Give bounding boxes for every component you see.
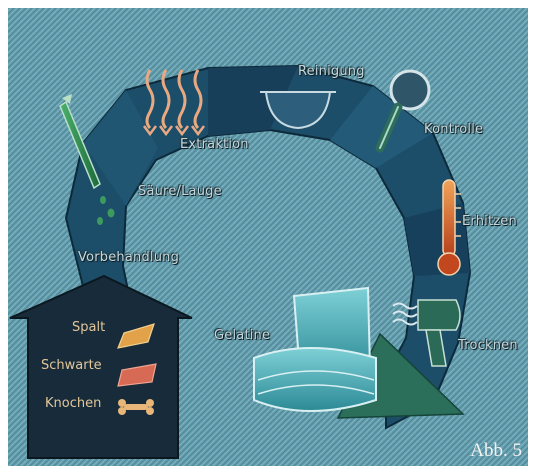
step-label-gelatine: Gelatine	[214, 328, 270, 343]
raw-material-label-schwarte: Schwarte	[41, 358, 102, 373]
step-label-extraktion: Extraktion	[180, 137, 249, 152]
step-label-vorbehandlung: Vorbehandlung	[78, 250, 179, 265]
figure-number: Abb. 5	[470, 440, 522, 462]
step-label-kontrolle: Kontrolle	[424, 122, 483, 137]
step-label-saeure-lauge: Säure/Lauge	[138, 184, 222, 199]
step-label-reinigung: Reinigung	[298, 64, 365, 79]
step-label-erhitzen: Erhitzen	[462, 214, 517, 229]
raw-material-label-knochen: Knochen	[45, 396, 101, 411]
raw-material-label-spalt: Spalt	[72, 320, 105, 335]
step-label-trocknen: Trocknen	[458, 338, 518, 353]
